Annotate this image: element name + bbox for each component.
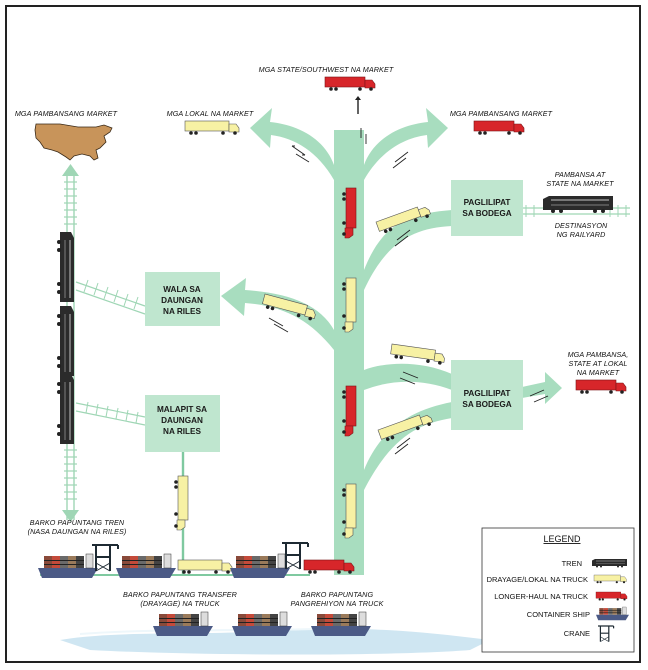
red-truck-market [575, 379, 627, 395]
container-ship-icon [595, 606, 630, 621]
box-malapit-line1: MALAPIT SA [157, 405, 207, 414]
train-vertical-1 [57, 232, 74, 302]
yellow-truck-diag-4 [377, 411, 434, 444]
box-paglilipat-top-line2: SA BODEGA [462, 209, 511, 218]
label-destinasyon-2: NG RAILYARD [557, 230, 606, 239]
label-pambansa-lokal-1: MGA PAMBANSA, [568, 350, 629, 359]
label-pambansa-lokal-2: STATE AT LOKAL [568, 359, 627, 368]
label-lokal-market: MGA LOKAL NA MARKET [167, 109, 254, 118]
box-wala-sa-daungan: WALA SA DAUNGAN NA RILES [145, 272, 220, 326]
crane-1 [91, 544, 119, 572]
box-wala-line2: DAUNGAN [161, 296, 203, 305]
box-paglilipat-bottom-line2: SA BODEGA [462, 400, 511, 409]
box-malapit-line2: DAUNGAN [161, 416, 203, 425]
yellow-truck-diag-3 [389, 343, 446, 366]
box-paglilipat-bottom: PAGLILIPAT SA BODEGA [451, 360, 523, 430]
box-paglilipat-bottom-line1: PAGLILIPAT [464, 389, 511, 398]
box-malapit-sa-daungan: MALAPIT SA DAUNGAN NA RILES [145, 395, 220, 452]
flow-tree [221, 108, 562, 575]
box-malapit-line3: NA RILES [163, 427, 201, 436]
container-ship-2 [115, 553, 177, 579]
red-truck-pambansang [473, 120, 525, 136]
legend-title: LEGEND [543, 534, 581, 544]
usa-map-icon [34, 123, 113, 161]
box-wala-line1: WALA SA [163, 285, 201, 294]
label-pambansang-market-left: MGA PAMBANSANG MARKET [15, 109, 118, 118]
label-barko-transfer-1: BARKO PAPUNTANG TRANSFER [123, 590, 237, 599]
train-vertical-2 [57, 306, 74, 376]
legend-label-crane: CRANE [564, 629, 590, 638]
train-destination [543, 196, 613, 213]
yellow-truck-transfer [177, 559, 233, 575]
container-ship-1 [37, 553, 99, 579]
track-ties [83, 205, 627, 424]
label-pambansang-market-right: MGA PAMBANSANG MARKET [450, 109, 553, 118]
label-destinasyon-1: DESTINASYON [555, 221, 608, 230]
container-ship-4 [152, 611, 214, 637]
label-pambansa-state-1: PAMBANSA AT [555, 170, 606, 179]
box-wala-line3: NA RILES [163, 307, 201, 316]
container-ship-6 [310, 611, 372, 637]
red-truck-top [324, 76, 376, 92]
box-paglilipat-top-line1: PAGLILIPAT [464, 198, 511, 207]
label-barko-tren-1: BARKO PAPUNTANG TREN [30, 518, 125, 527]
legend-label-drayage: DRAYAGE/LOKAL NA TRUCK [487, 575, 588, 584]
legend-label-tren: TREN [562, 559, 582, 568]
label-barko-pangrehiyon-1: BARKO PAPUNTANG [301, 590, 374, 599]
yellow-truck-vertical-3 [173, 475, 189, 531]
label-barko-transfer-2: (DRAYAGE) NA TRUCK [140, 599, 220, 608]
train-vertical-3 [57, 374, 74, 444]
legend-label-container-ship: CONTAINER SHIP [527, 610, 590, 619]
yellow-truck-lokal [184, 120, 240, 136]
container-ship-5 [231, 611, 293, 637]
diagram-frame [5, 5, 641, 663]
container-ship-3 [229, 553, 291, 579]
label-barko-pangrehiyon-2: PANGREHIYON NA TRUCK [290, 599, 384, 608]
legend: LEGEND TREN DRAYAGE/LOKAL NA TRUCK LONGE… [481, 527, 635, 653]
vertical-arrow-top [355, 96, 361, 114]
label-pambansa-lokal-3: NA MARKET [577, 368, 620, 377]
box-paglilipat-top: PAGLILIPAT SA BODEGA [451, 180, 523, 236]
legend-label-longer-haul: LONGER-HAUL NA TRUCK [494, 592, 588, 601]
label-pambansa-state-2: STATE NA MARKET [546, 179, 614, 188]
label-barko-tren-2: (NASA DAUNGAN NA RILES) [28, 527, 127, 536]
label-state-southwest: MGA STATE/SOUTHWEST NA MARKET [259, 65, 394, 74]
bidirectional-arrows [268, 128, 549, 455]
